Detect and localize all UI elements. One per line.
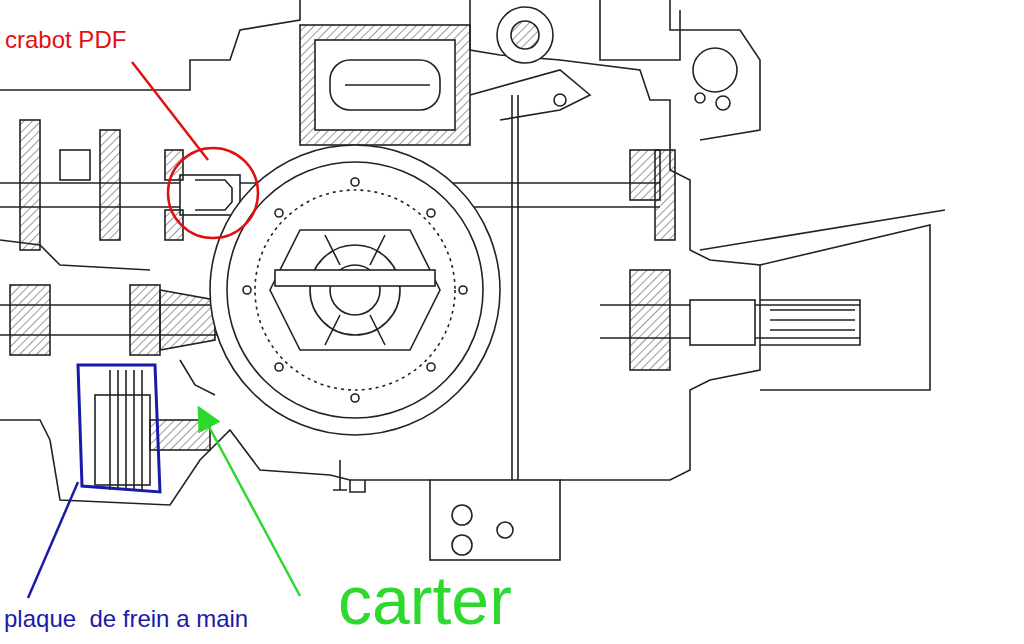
leader-line bbox=[132, 62, 208, 160]
part-label: plaque de frein a main bbox=[4, 607, 248, 631]
part-label: crabot PDF bbox=[5, 28, 126, 52]
highlight-box bbox=[78, 365, 160, 492]
leader-arrow bbox=[200, 410, 300, 596]
leader-line bbox=[28, 482, 78, 598]
part-label: carter bbox=[338, 566, 512, 634]
highlight-circle bbox=[168, 148, 258, 238]
